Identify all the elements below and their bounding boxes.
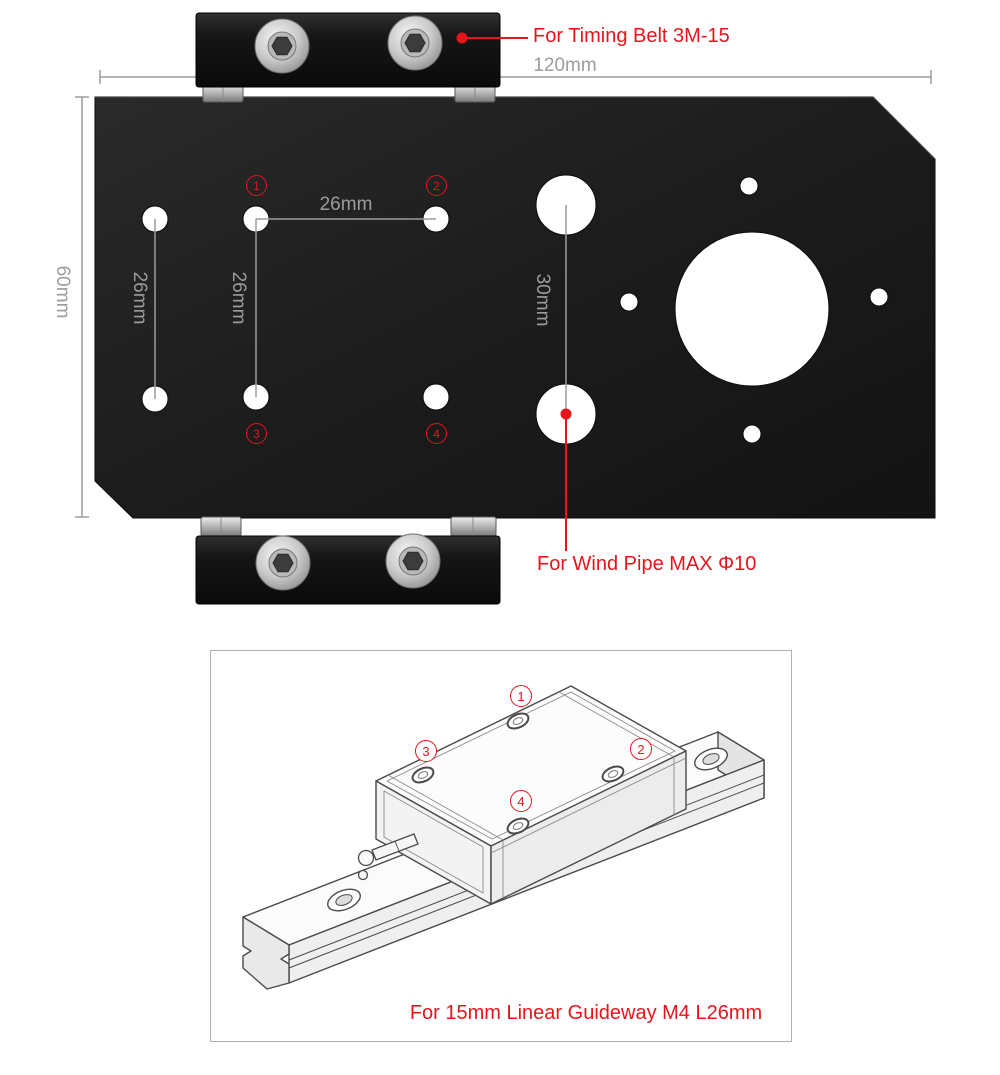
cap-screw: [385, 533, 441, 589]
dim-large-hole-spacing: 30mm: [532, 273, 553, 327]
timing-belt-annotation: For Timing Belt 3M-15: [533, 25, 730, 47]
plate-hole-marker-1: 1: [246, 175, 267, 196]
bottom-belt-clamp: [195, 516, 501, 605]
block-thread-hole-4: [506, 817, 530, 835]
wind-pipe-pointer: [560, 408, 572, 551]
top-belt-clamp: [195, 12, 501, 103]
guide-hole-marker-3: 3: [415, 740, 437, 762]
plate-edge-highlight: [95, 96, 936, 160]
linear-guideway-drawing: [242, 685, 765, 990]
rail-mounting-hole: [327, 888, 361, 912]
dim-overall-width: 120mm: [533, 55, 597, 76]
dim-overall-height: 60mm: [52, 265, 73, 319]
hole-dimension-lines: [154, 205, 567, 414]
linear-guideway-panel: 1 2 3 4 For 15mm Linear Guideway M4 L26m…: [210, 650, 792, 1042]
timing-belt-pointer: [456, 32, 528, 44]
block-thread-hole-3: [411, 766, 435, 784]
plate-hole-marker-2: 2: [426, 175, 447, 196]
plate-hole-marker-4: 4: [426, 423, 447, 444]
carriage-block: [375, 685, 687, 905]
cap-screw: [254, 18, 310, 74]
guide-hole-marker-4: 4: [510, 790, 532, 812]
block-thread-hole-1: [506, 712, 530, 730]
dim-hole-spacing-left: 26mm: [129, 271, 150, 325]
wind-pipe-annotation: For Wind Pipe MAX Φ10: [537, 553, 757, 575]
dim-hole-spacing-horizontal: 26mm: [319, 194, 373, 215]
cap-screw: [387, 15, 443, 71]
guideway-caption: For 15mm Linear Guideway M4 L26mm: [409, 1002, 763, 1024]
grease-nipple: [357, 833, 419, 881]
plate-assembly-drawing: [75, 12, 936, 605]
block-thread-hole-2: [601, 765, 625, 783]
mounting-plate: [94, 96, 936, 519]
dim-hole-spacing-mid: 26mm: [228, 271, 249, 325]
guide-hole-marker-1: 1: [510, 685, 532, 707]
plate-hole-marker-3: 3: [246, 423, 267, 444]
guide-hole-marker-2: 2: [630, 738, 652, 760]
rail-mounting-hole: [694, 747, 728, 771]
cap-screw: [255, 535, 311, 591]
